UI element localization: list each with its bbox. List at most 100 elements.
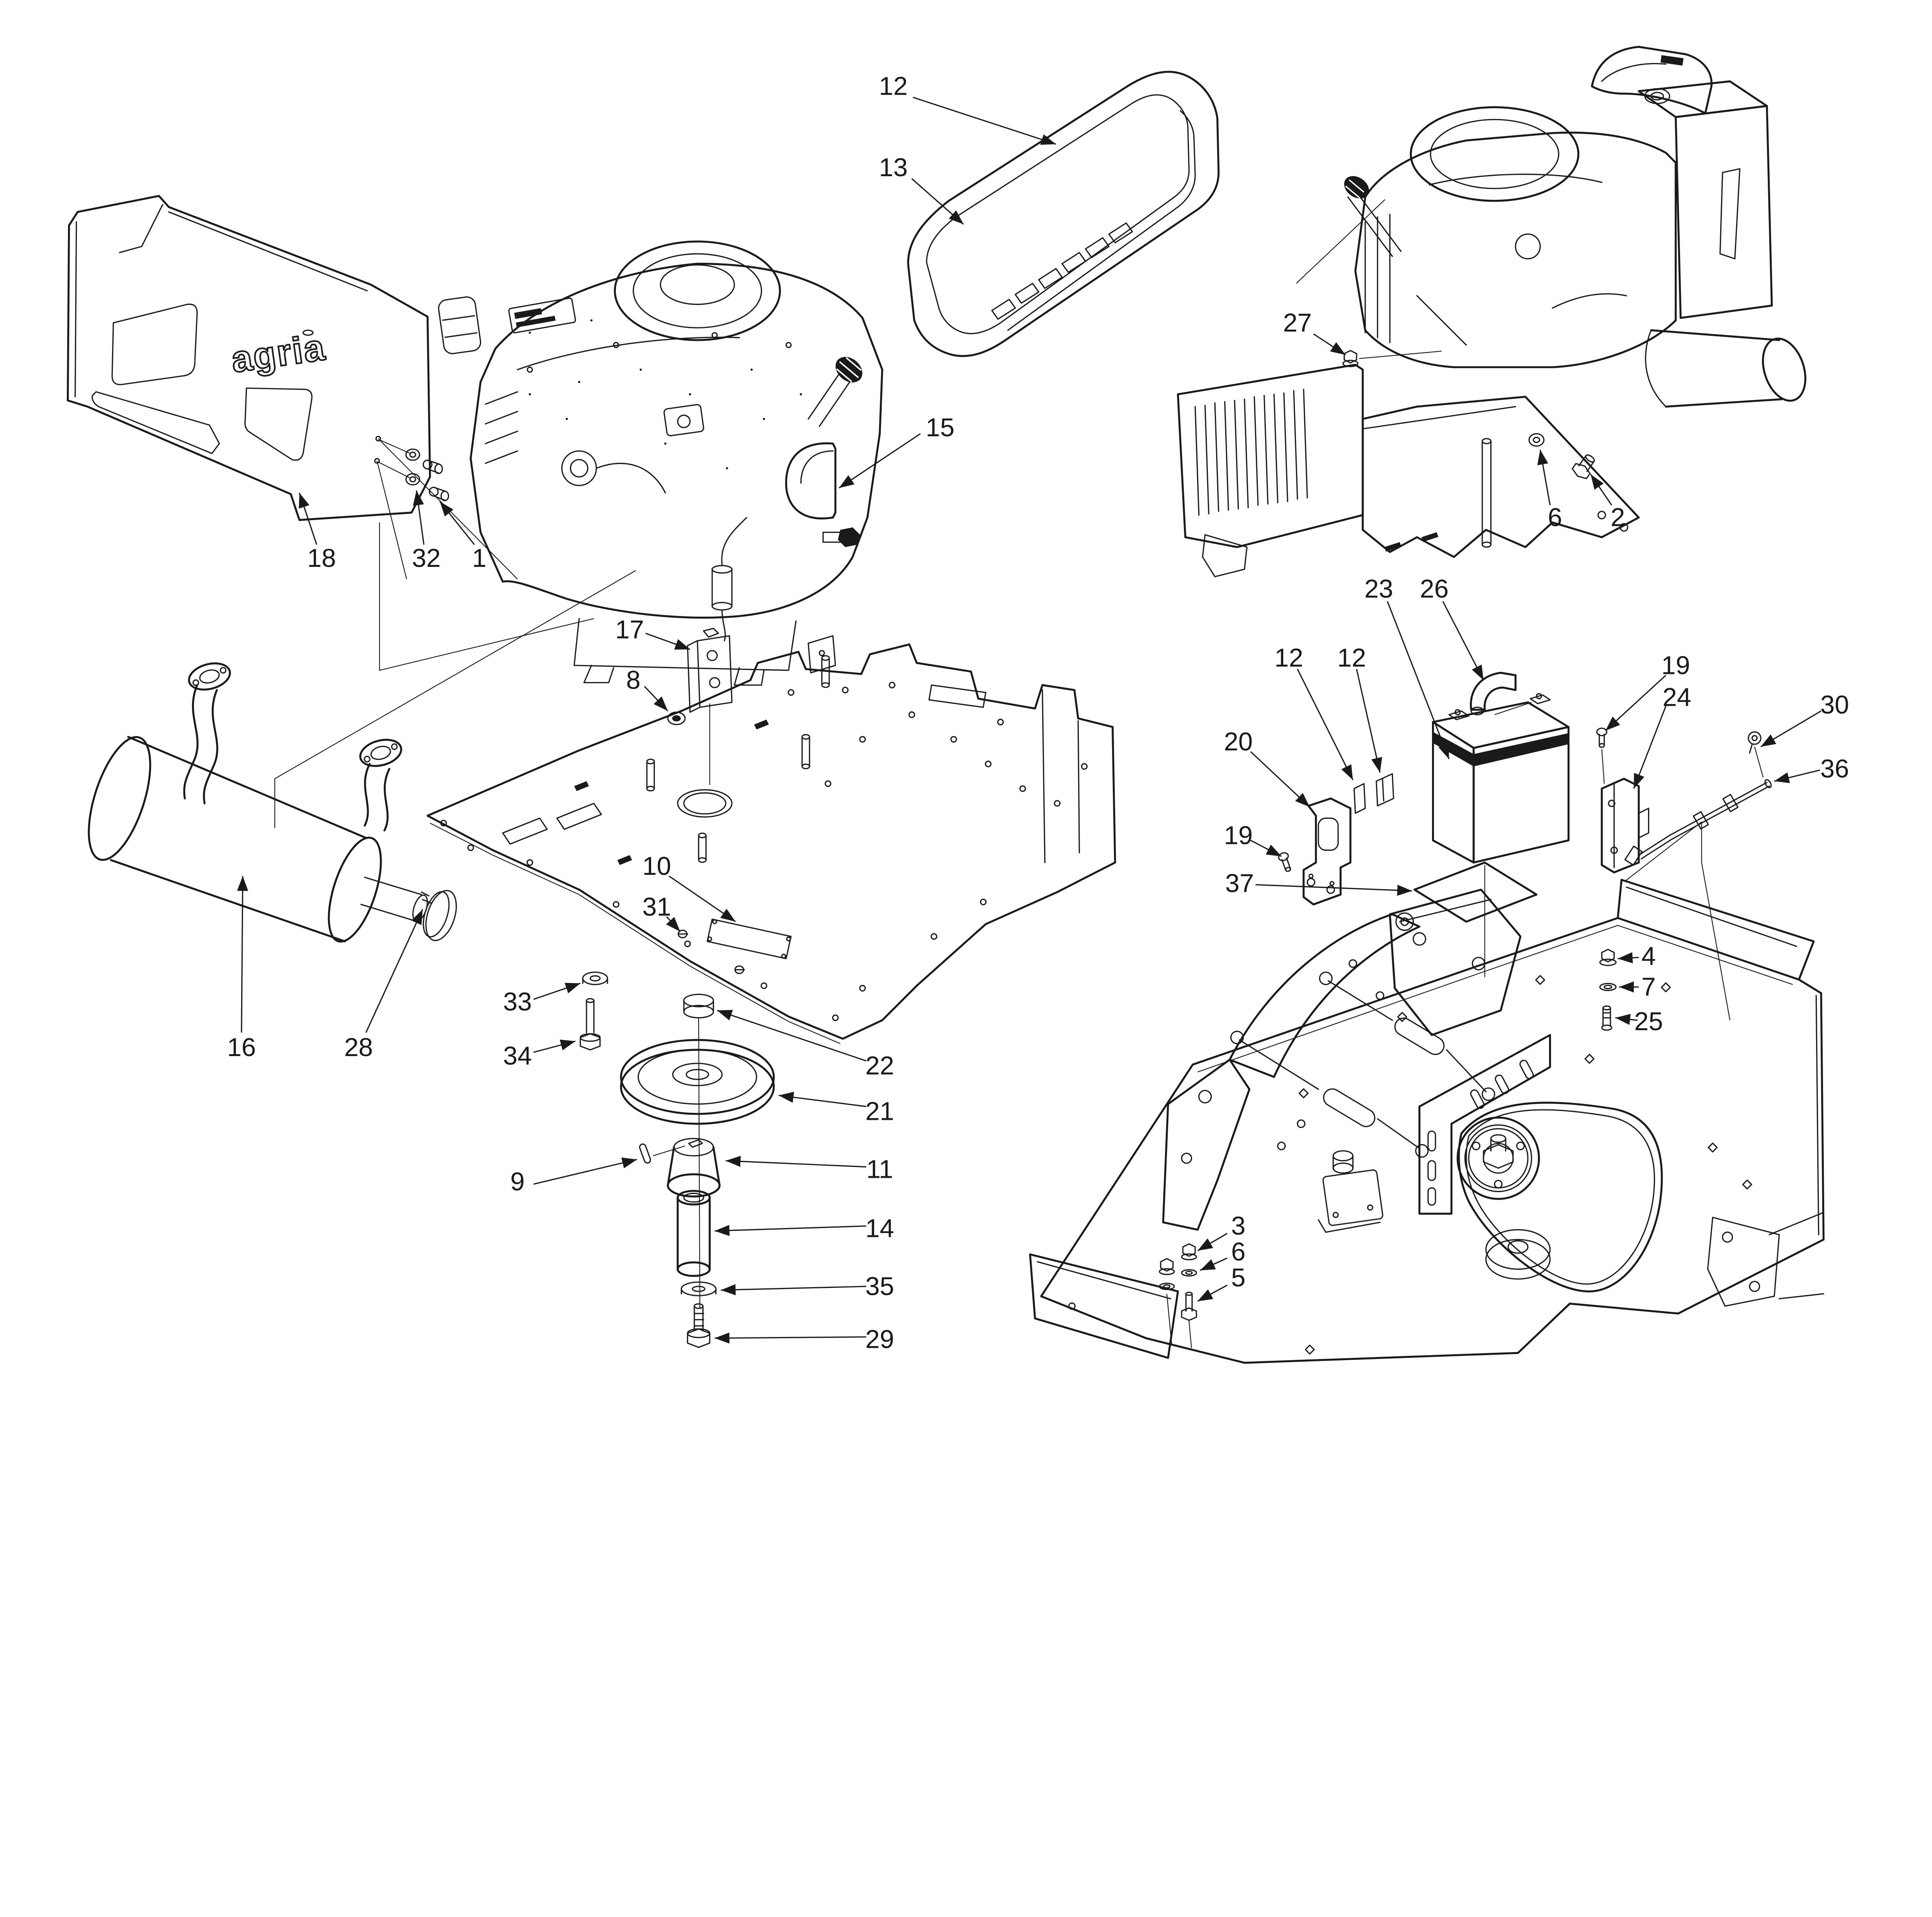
part-number: 21 [866,1097,894,1126]
part-number: 8 [626,666,640,695]
part-number: 20 [1224,727,1252,756]
part-number: 12 [1274,643,1303,672]
part-number: 23 [1364,575,1393,604]
deck-bolts [1277,959,1384,1150]
part-number: 28 [344,1033,373,1062]
leader-line [721,1284,866,1296]
leader-line [838,433,921,489]
leader-line [666,916,681,932]
callout-5: 5 [1197,1263,1245,1302]
muffler [88,662,457,943]
part-number: 34 [503,1041,532,1070]
callout-20: 20 [1224,727,1310,808]
screw-19 [1278,852,1291,872]
part-number: 29 [866,1325,894,1354]
callout-13: 13 [879,153,964,225]
part-number: 11 [866,1155,893,1184]
part-number: 17 [615,615,644,644]
oil-cap [835,357,862,383]
leader-line [439,501,475,545]
leader-line [533,983,581,1000]
oil-drain-plug [822,527,860,547]
callout-8: 8 [626,666,668,712]
leader-line [726,1156,866,1168]
callout-34: 34 [503,1039,576,1070]
callout-36: 36 [1774,754,1849,783]
leader-line [1297,668,1354,781]
callout-27: 27 [1283,308,1346,356]
terminal-boot-26 [1470,672,1532,716]
leader-line [1197,1284,1228,1302]
clip-30 [1748,731,1764,778]
callout-33: 33 [503,983,581,1016]
callout-6: 6 [1200,1237,1245,1271]
callout-1: 1 [439,501,486,573]
callout-29: 29 [714,1325,894,1354]
part-number: 13 [879,153,908,182]
hub-11 [667,1138,721,1197]
leader-line [1615,1014,1638,1025]
part-number: 10 [642,852,671,881]
leader-line [717,1010,867,1062]
leader-line [913,97,1056,145]
engine-rear [1296,46,1806,548]
part-number: 19 [1224,821,1252,850]
cover-screws [378,439,449,502]
callout-32: 32 [412,490,441,573]
part-number: 37 [1225,869,1254,898]
leader-line [644,686,668,712]
part-number: 15 [926,413,954,442]
part-number: 24 [1663,683,1691,712]
part-number: 36 [1820,754,1849,783]
leader-line [714,1332,866,1344]
starter-dome [785,442,837,520]
nut-27 [1342,350,1442,367]
choke-rod-36 [1624,779,1772,866]
callout-10: 10 [642,852,736,922]
part-number: 4 [1641,942,1656,971]
heat-shield [1177,364,1640,577]
callout-11: 11 [726,1155,893,1184]
spacer-22 [683,993,714,1019]
part-number: 6 [1231,1237,1245,1266]
screw-19 [1596,727,1607,784]
callout-12: 12 [1337,643,1382,773]
callout-21: 21 [779,1092,894,1126]
callout-30: 30 [1760,690,1849,747]
part-number: 12 [1337,643,1366,672]
leader-line [413,490,425,545]
louver-bracket [1418,1034,1551,1215]
exhaust-pipe [183,662,231,805]
callout-6: 6 [1537,449,1562,532]
leader-line [668,875,736,922]
leader-line [1255,884,1412,896]
part-number: 30 [1820,690,1849,719]
callout-9: 9 [510,1157,637,1196]
deck-pulley [1456,1116,1540,1200]
idler-bracket [1707,1212,1824,1307]
callout-2: 2 [1590,474,1625,532]
dipstick [1296,176,1402,284]
callout-25: 25 [1615,1007,1663,1036]
part-number: 19 [1661,651,1690,680]
callout-4: 4 [1617,942,1656,971]
cover-panel: agria [66,195,431,521]
bolt-2 [1571,454,1595,480]
bolt-29 [687,1303,711,1348]
muffler-cylinder [1645,329,1806,408]
belt-guard [907,71,1220,357]
part-number: 33 [503,987,532,1016]
part-number: 35 [866,1272,894,1301]
leader-line [1774,769,1820,783]
exhaust-pipe [359,738,402,832]
spacer-12 [1353,773,1395,814]
leader-line [1537,449,1551,505]
part-number: 14 [866,1214,894,1243]
plate-holes [440,682,1088,1021]
clamp-28 [420,890,457,941]
bracket-17 [687,628,733,713]
callout-31: 31 [642,892,681,932]
leader-line [533,1157,637,1185]
part-number: 1 [472,544,486,573]
engine-front [438,240,883,686]
